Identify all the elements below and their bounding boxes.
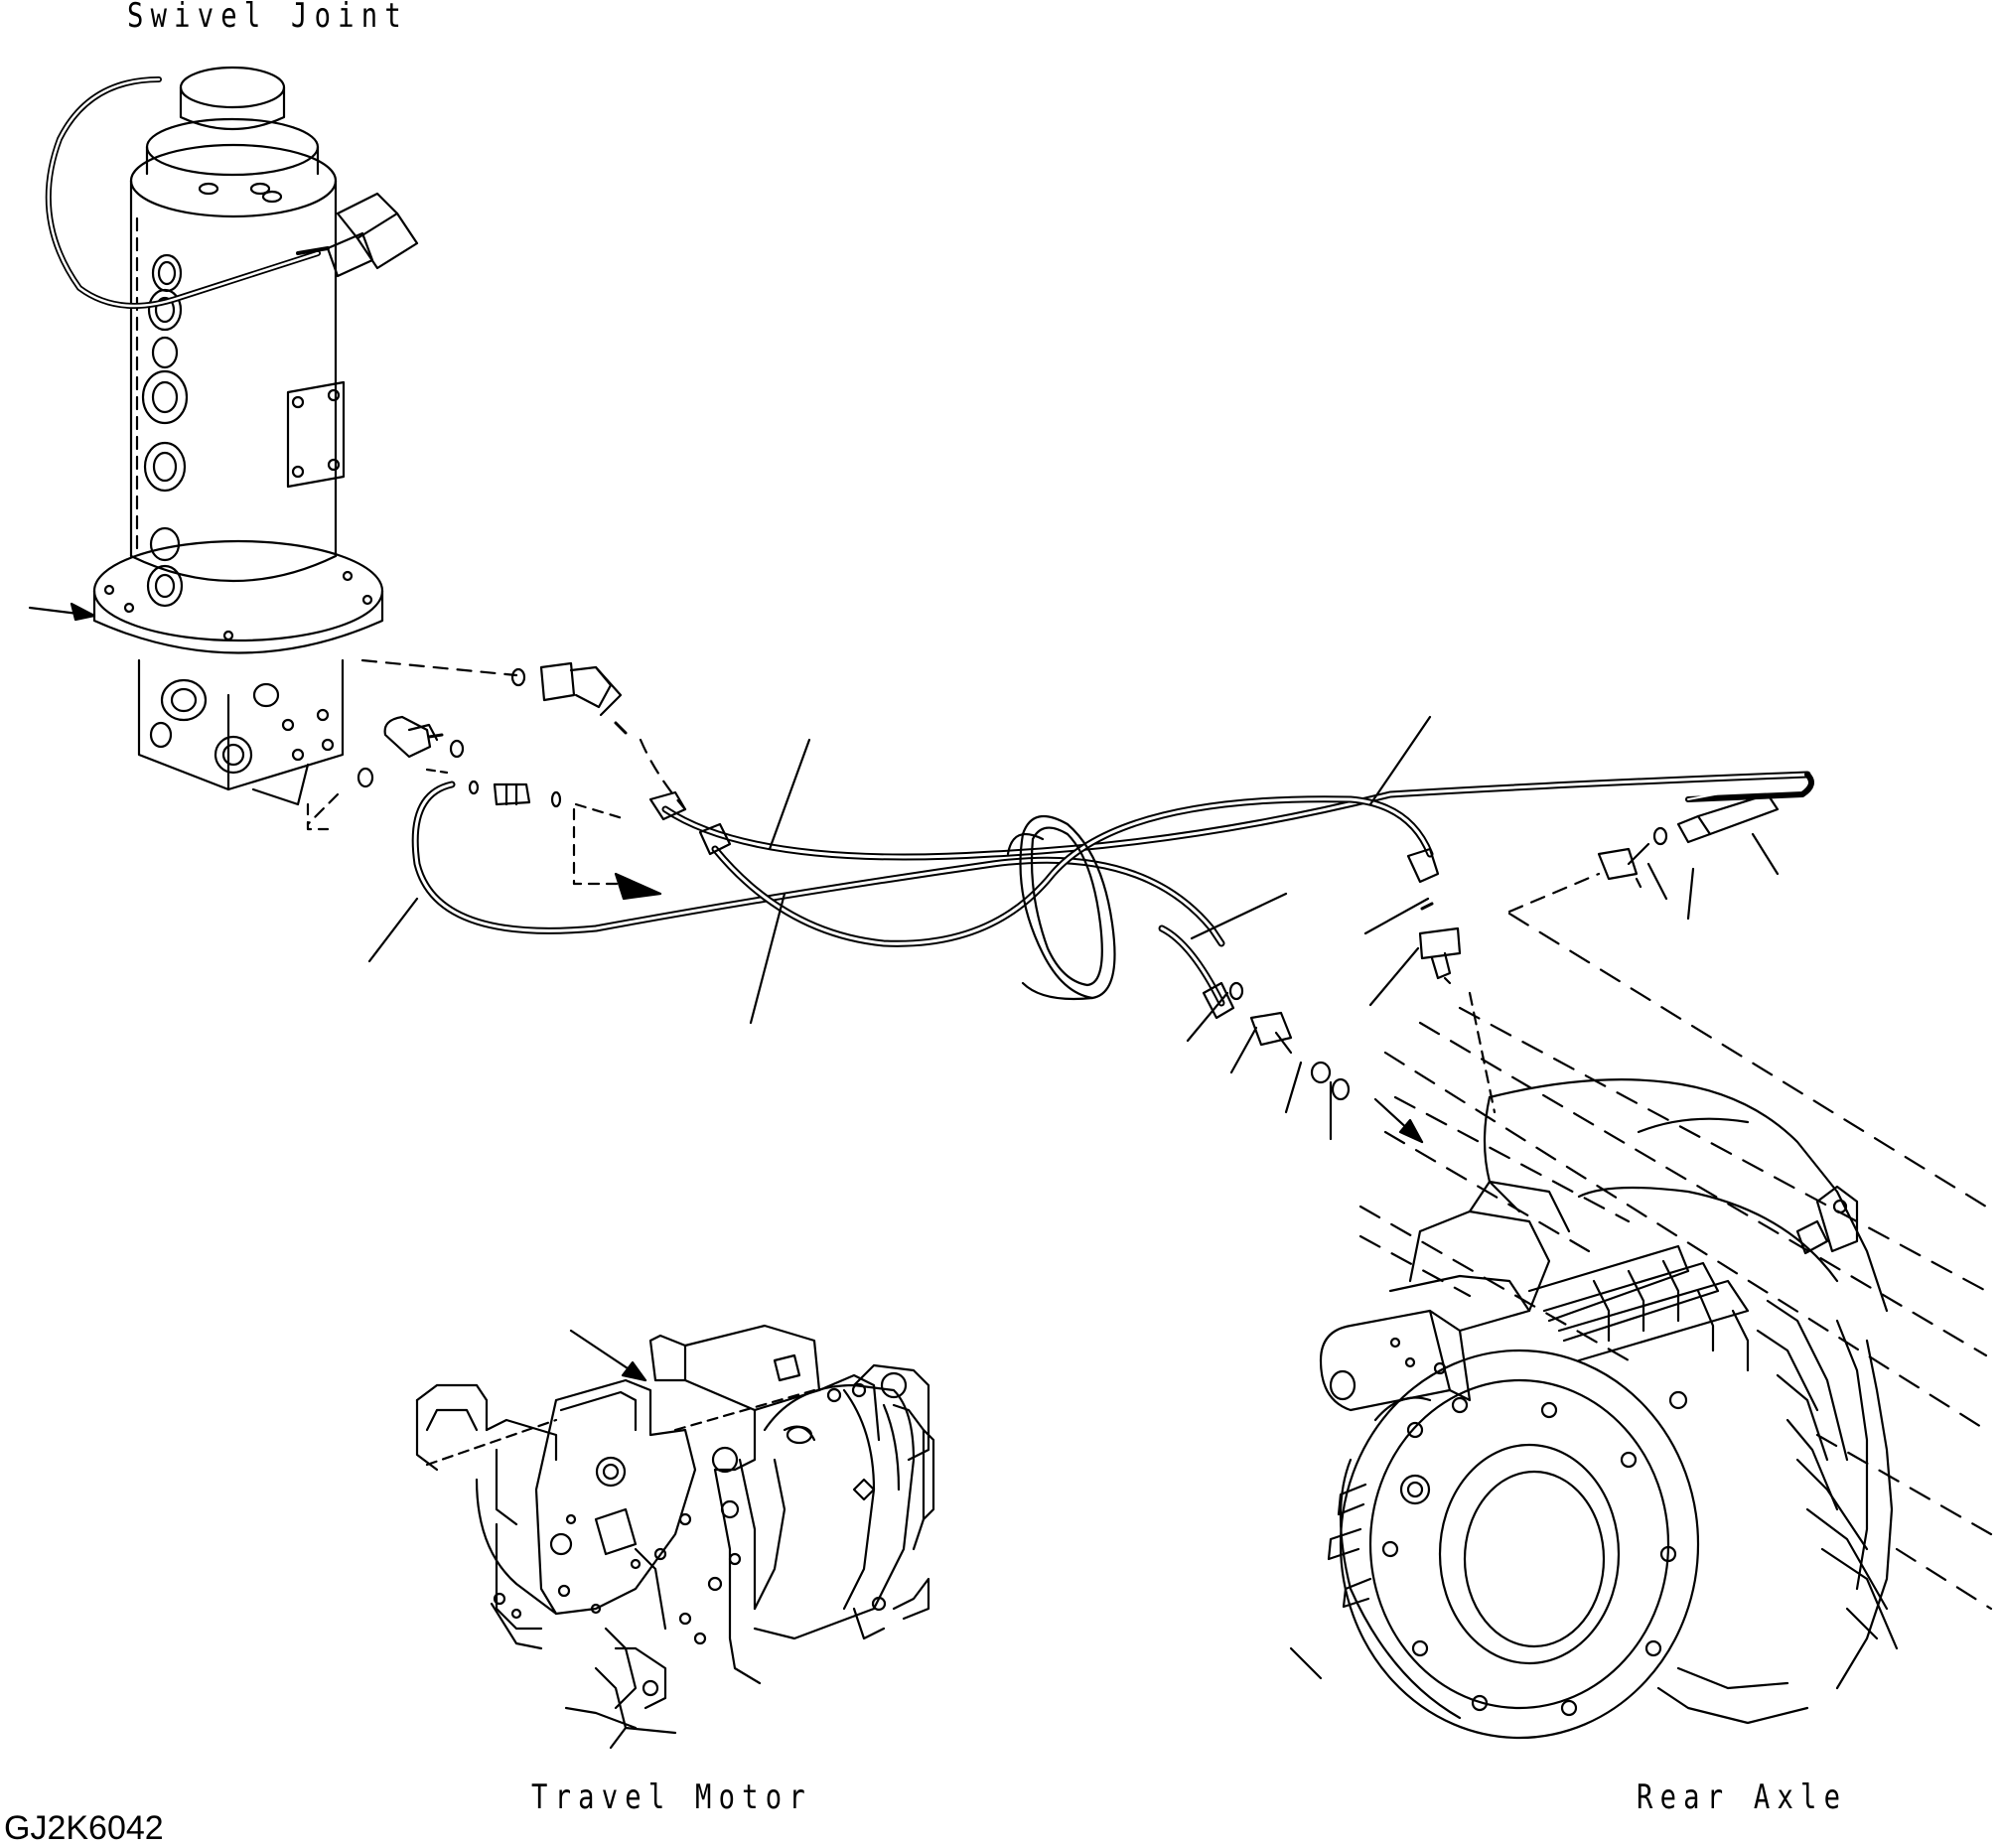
fittings-axle [1230, 794, 1778, 1142]
label-travel-motor: Travel Motor [531, 1777, 812, 1817]
axle-outline-dashed [1360, 914, 1991, 1609]
swivel-joint [30, 68, 417, 829]
port-column [143, 255, 187, 606]
travel-motor [417, 1326, 933, 1748]
cooling-fins [1529, 1246, 1897, 1688]
fittings-upper [308, 660, 685, 899]
leader-lines [369, 717, 1778, 1139]
label-rear-axle: Rear Axle [1637, 1777, 1848, 1817]
drawing-code: GJ2K6042 [4, 1809, 164, 1847]
hoses [415, 775, 1811, 1018]
label-swivel-joint: Swivel Joint [127, 0, 408, 36]
rear-axle [1291, 1079, 1897, 1738]
grommet [1008, 816, 1115, 999]
